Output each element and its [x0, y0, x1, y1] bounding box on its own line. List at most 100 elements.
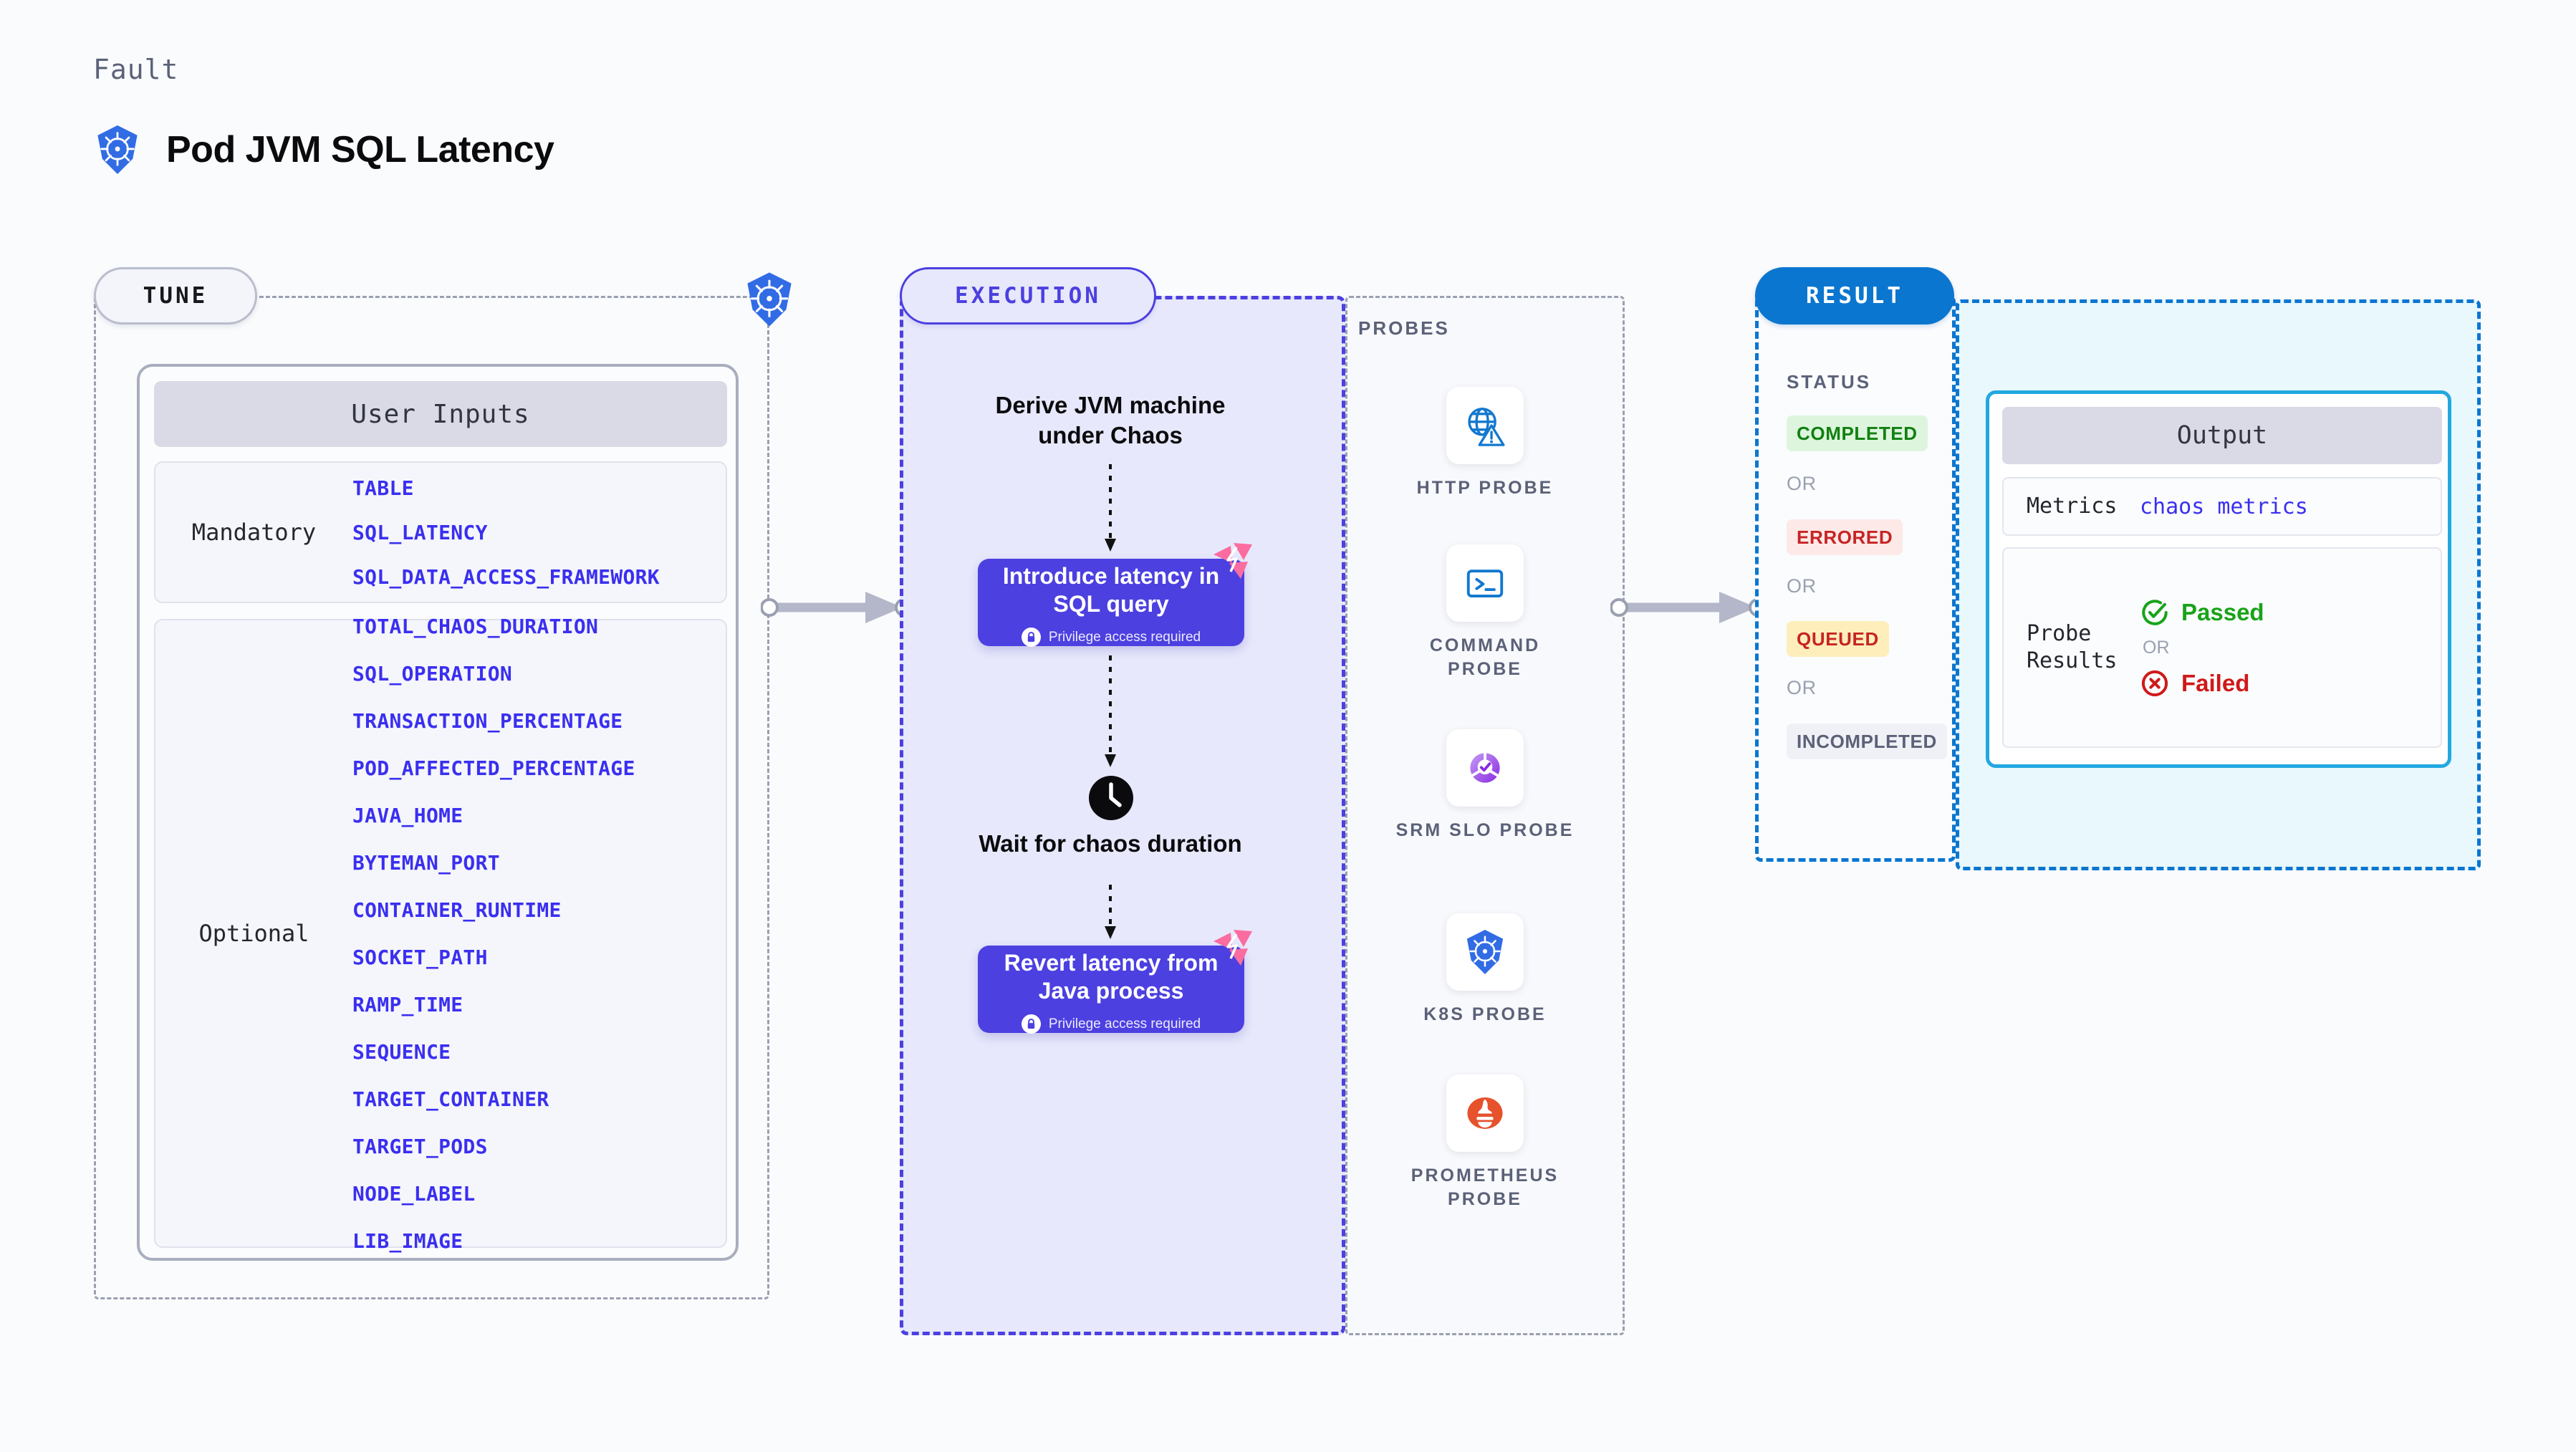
- probe-prometheus[interactable]: PROMETHEUS PROBE: [1395, 1074, 1575, 1211]
- or-separator: OR: [1787, 473, 1817, 494]
- param-item[interactable]: SQL_LATENCY: [352, 520, 488, 544]
- probe-label: COMMAND PROBE: [1429, 635, 1541, 679]
- param-item[interactable]: NODE_LABEL: [352, 1181, 476, 1206]
- param-item[interactable]: TRANSACTION_PERCENTAGE: [352, 708, 623, 733]
- privilege-note-text: Privilege access required: [1048, 1016, 1201, 1032]
- page-title: Pod JVM SQL Latency: [166, 129, 554, 170]
- harness-icon: [1213, 543, 1252, 579]
- execution-step-revert-latency[interactable]: Revert latency from Java process Privile…: [978, 946, 1244, 1034]
- privilege-note-text: Privilege access required: [1048, 629, 1201, 645]
- param-item[interactable]: SQL_OPERATION: [352, 661, 513, 686]
- execution-step-introduce-latency[interactable]: Introduce latency in SQL query Privilege…: [978, 559, 1244, 648]
- arrow-down-icon: [1105, 655, 1116, 767]
- optional-label: Optional: [198, 920, 309, 947]
- output-row-probe-results: Probe Results Passed OR Failed: [2002, 547, 2442, 748]
- lock-icon: [1021, 628, 1041, 648]
- harness-icon: [1213, 930, 1252, 966]
- step-title: Revert latency from Java process: [1004, 949, 1219, 1004]
- probe-label: PROMETHEUS PROBE: [1410, 1165, 1559, 1209]
- or-separator: OR: [1787, 677, 1817, 698]
- param-item[interactable]: CONTAINER_RUNTIME: [352, 898, 562, 922]
- probe-command[interactable]: COMMAND PROBE: [1395, 544, 1575, 681]
- page-title-row: Pod JVM SQL Latency: [93, 123, 554, 176]
- status-badge-queued: QUEUED: [1787, 621, 1889, 657]
- step-title: Introduce latency in SQL query: [1002, 562, 1220, 617]
- probe-label: SRM SLO PROBE: [1395, 820, 1575, 840]
- prometheus-icon: [1467, 1097, 1503, 1129]
- tune-region: [94, 296, 769, 1299]
- probe-label: HTTP PROBE: [1416, 478, 1554, 498]
- mandatory-label: Mandatory: [191, 519, 317, 546]
- tab-result[interactable]: RESULT: [1755, 267, 1954, 324]
- probe-tile: [1446, 913, 1524, 991]
- probes-region: [1345, 296, 1625, 1335]
- param-item[interactable]: TABLE: [352, 476, 414, 500]
- or-separator: OR: [1787, 575, 1817, 597]
- param-item[interactable]: SOCKET_PATH: [352, 945, 488, 969]
- status-badge-completed: COMPLETED: [1787, 415, 1928, 451]
- status-badge-errored: ERRORED: [1787, 519, 1903, 555]
- param-item[interactable]: JAVA_HOME: [352, 803, 463, 827]
- kubernetes-icon: [747, 272, 792, 327]
- x-circle-icon: [2141, 670, 2168, 696]
- privilege-note: Privilege access required: [1021, 628, 1201, 648]
- mandatory-params-group: Mandatory TABLE SQL_LATENCY SQL_DATA_ACC…: [154, 461, 727, 603]
- passed-label: Passed: [2181, 598, 2264, 625]
- probe-result-passed: Passed: [2140, 597, 2264, 628]
- status-section-label: STATUS: [1787, 371, 1872, 393]
- optional-param-list: TOTAL_CHAOS_DURATION SQL_OPERATION TRANS…: [352, 615, 635, 1253]
- output-card: Output Metrics chaos metrics Probe Resul…: [1986, 390, 2451, 768]
- param-item[interactable]: BYTEMAN_PORT: [352, 850, 500, 875]
- probes-section-label: PROBES: [1358, 317, 1450, 339]
- execution-step-wait-label: Wait for chaos duration: [979, 830, 1242, 857]
- probe-results-values: Passed OR Failed: [2140, 597, 2264, 698]
- optional-params-group: Optional TOTAL_CHAOS_DURATION SQL_OPERAT…: [154, 615, 727, 1253]
- globe-warning-icon: [1468, 408, 1505, 446]
- check-circle-icon: [2142, 599, 2168, 625]
- output-card-title: Output: [2002, 407, 2442, 464]
- tab-tune[interactable]: TUNE: [94, 267, 257, 324]
- param-item[interactable]: POD_AFFECTED_PERCENTAGE: [352, 756, 635, 780]
- probe-results-key-label: Probe Results: [2027, 620, 2118, 673]
- probe-tile: [1446, 387, 1524, 464]
- probe-result-failed: Failed: [2140, 668, 2264, 698]
- probe-tile: [1446, 544, 1524, 622]
- failed-label: Failed: [2181, 669, 2250, 696]
- status-badge-incompleted: INCOMPLETED: [1787, 723, 1947, 759]
- probe-tile: [1446, 1074, 1524, 1152]
- probe-label: K8S PROBE: [1423, 1004, 1547, 1024]
- fault-eyebrow-label: Fault: [93, 54, 179, 85]
- privilege-note: Privilege access required: [1021, 1014, 1201, 1034]
- tab-execution[interactable]: EXECUTION: [900, 267, 1156, 324]
- probe-tile: [1446, 729, 1524, 807]
- or-separator: OR: [2143, 637, 2170, 658]
- clock-icon: [1089, 776, 1133, 820]
- param-item[interactable]: TOTAL_CHAOS_DURATION: [352, 614, 599, 638]
- param-item[interactable]: SEQUENCE: [352, 1039, 451, 1064]
- probe-http[interactable]: HTTP PROBE: [1395, 387, 1575, 500]
- output-row-metrics: Metrics chaos metrics: [2002, 477, 2442, 536]
- param-item[interactable]: RAMP_TIME: [352, 992, 463, 1016]
- mandatory-param-list: TABLE SQL_LATENCY SQL_DATA_ACCESS_FRAMEW…: [352, 476, 660, 589]
- connector-tune-to-execution: [761, 592, 913, 623]
- param-item[interactable]: TARGET_CONTAINER: [352, 1087, 549, 1111]
- srm-slo-icon: [1470, 753, 1500, 783]
- kubernetes-icon: [1466, 930, 1504, 974]
- connector-execution-to-result: [1610, 592, 1767, 623]
- metrics-key-label: Metrics: [2027, 493, 2118, 519]
- kubernetes-icon: [97, 125, 138, 174]
- param-item[interactable]: LIB_IMAGE: [352, 1229, 463, 1253]
- probe-k8s[interactable]: K8S PROBE: [1395, 913, 1575, 1027]
- result-region: [1755, 296, 1956, 862]
- arrow-down-icon: [1105, 464, 1116, 552]
- lock-icon: [1021, 1014, 1041, 1034]
- param-item[interactable]: SQL_DATA_ACCESS_FRAMEWORK: [352, 564, 660, 589]
- terminal-icon: [1466, 569, 1504, 598]
- metrics-value[interactable]: chaos metrics: [2140, 494, 2308, 519]
- arrow-down-icon: [1105, 885, 1116, 939]
- user-inputs-card: User Inputs Mandatory TABLE SQL_LATENCY …: [137, 364, 739, 1261]
- param-item[interactable]: TARGET_PODS: [352, 1134, 488, 1158]
- user-inputs-title: User Inputs: [154, 381, 727, 447]
- probe-srm-slo[interactable]: SRM SLO PROBE: [1395, 729, 1575, 842]
